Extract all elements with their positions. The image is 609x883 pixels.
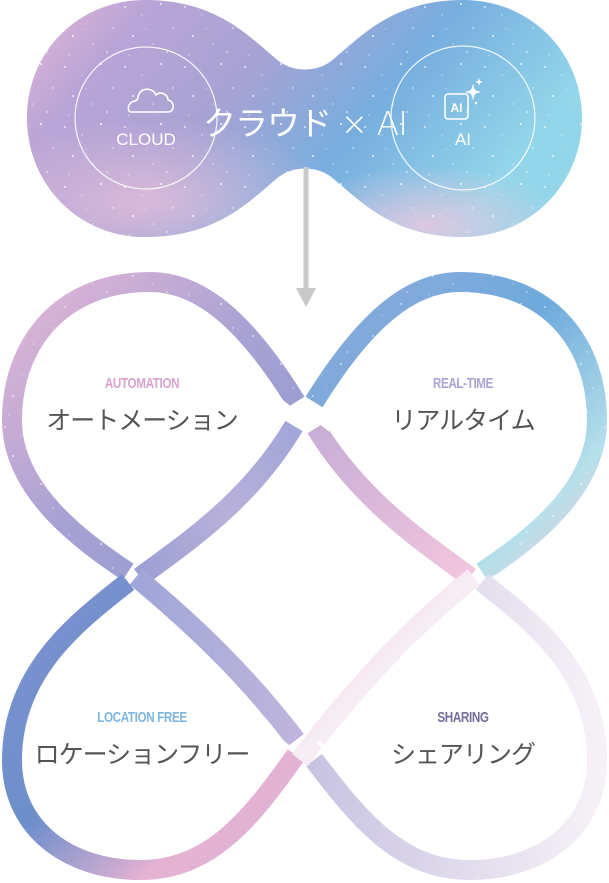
quadrant-jp-label: シェアリング <box>390 740 536 769</box>
quadrant-en-label: AUTOMATION <box>104 375 180 392</box>
four-loop-knot <box>1 271 608 881</box>
cloud-label: CLOUD <box>116 130 176 149</box>
quadrant-en-label: REAL-TIME <box>432 375 494 392</box>
quadrant-jp-label: オートメーション <box>46 406 239 435</box>
cloud-icon <box>127 88 175 113</box>
ai-ring <box>390 45 536 191</box>
quadrant-real-time: REAL-TIME リアルタイム <box>343 375 583 437</box>
quadrant-jp-label: ロケーションフリー <box>34 740 251 769</box>
quadrant-sharing: SHARING シェアリング <box>343 709 583 771</box>
quadrant-location-free: LOCATION FREE ロケーションフリー <box>22 709 262 771</box>
cloud-ring <box>74 46 218 190</box>
hero-title: クラウド × AI <box>203 104 408 143</box>
down-arrow-icon <box>296 167 316 307</box>
quadrant-automation: AUTOMATION オートメーション <box>22 375 262 437</box>
quadrant-en-label: LOCATION FREE <box>97 709 187 726</box>
ai-label: AI <box>454 130 472 149</box>
hero-blob <box>27 0 582 237</box>
svg-text:AI: AI <box>451 101 463 115</box>
ai-sparkle-icon: AI <box>444 78 483 120</box>
quadrant-jp-label: リアルタイム <box>391 406 535 435</box>
quadrant-en-label: SHARING <box>437 709 489 726</box>
